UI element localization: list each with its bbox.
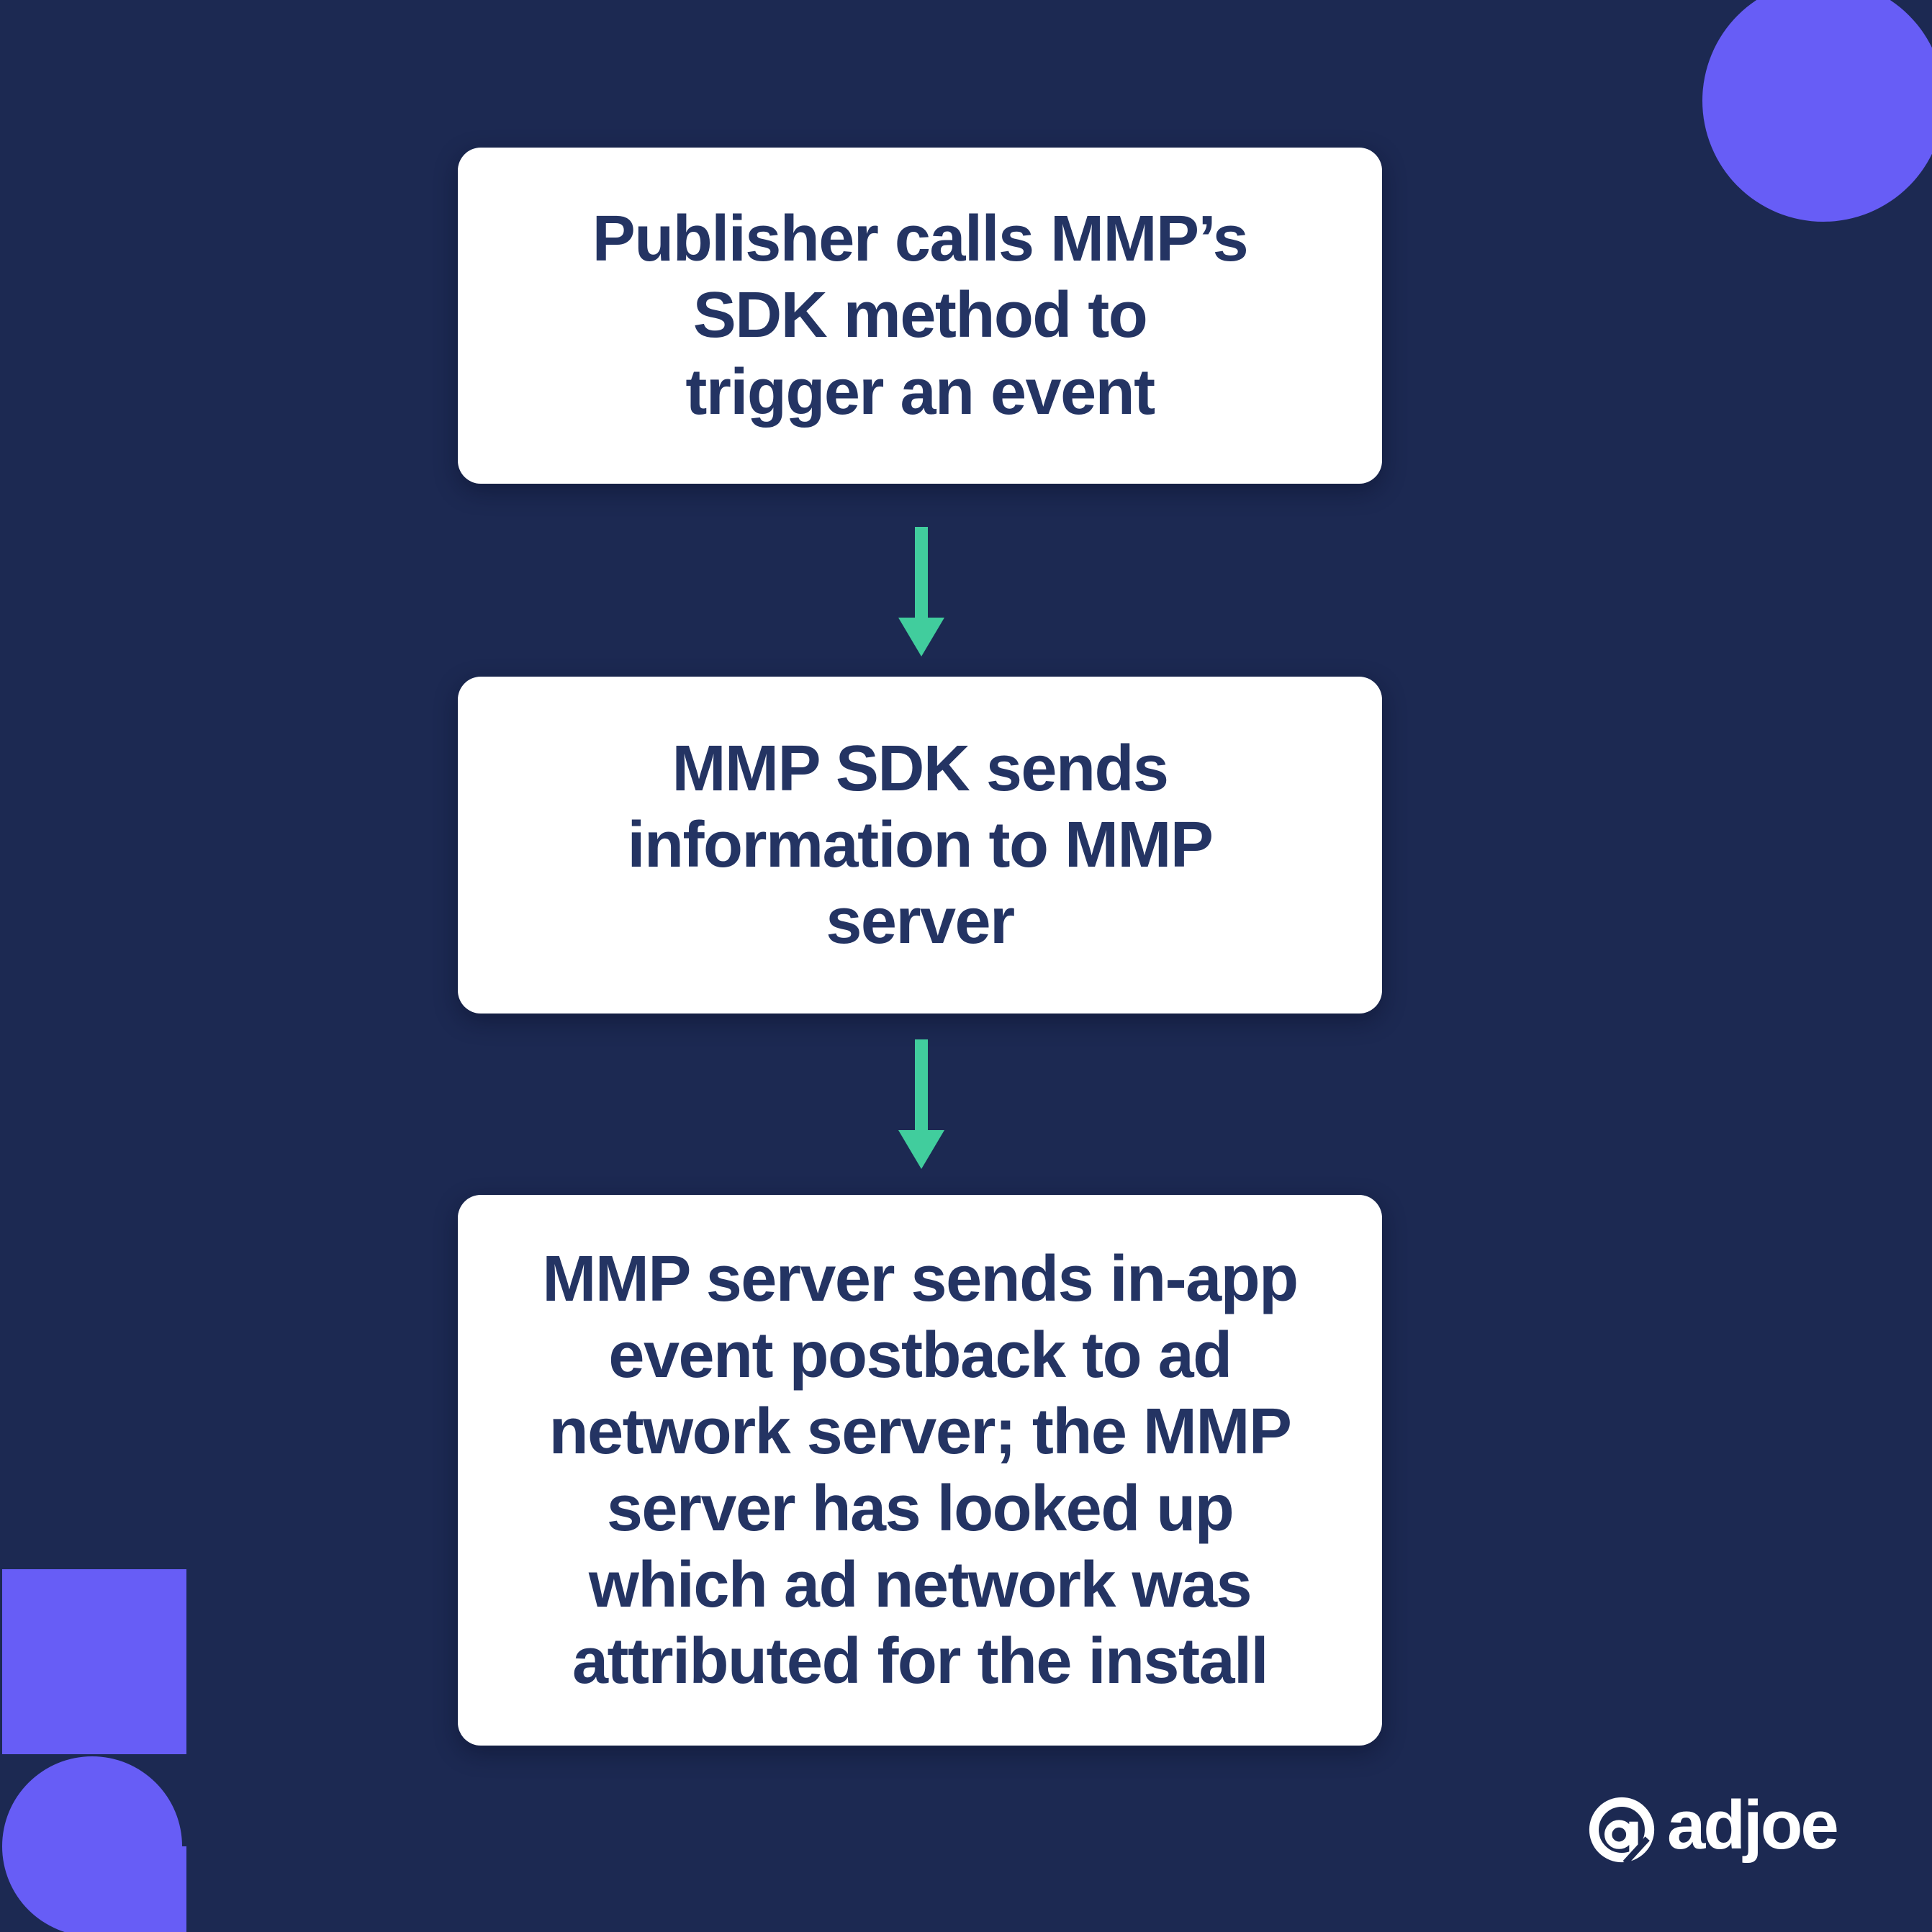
flow-step-3-text: MMP server sends in-app event postback t… [542,1242,1299,1697]
adjoe-logo: adjoe [1588,1787,1839,1866]
adjoe-logo-icon [1589,1797,1655,1864]
adjoe-logo-text: adjoe [1667,1787,1839,1864]
decor-square-bottom-left [2,1569,186,1754]
flow-step-sdk-sends-info: MMP SDK sends information to MMP server [458,677,1382,1014]
down-arrow-icon [898,1039,944,1169]
flow-step-server-postback: MMP server sends in-app event postback t… [458,1195,1382,1746]
down-arrow-icon [898,527,944,656]
flow-step-publisher-calls-sdk: Publisher calls MMP’s SDK method to trig… [458,148,1382,484]
flow-step-2-text: MMP SDK sends information to MMP server [627,732,1214,958]
flow-step-1-text: Publisher calls MMP’s SDK method to trig… [592,203,1249,428]
decor-circle-top-right [1702,0,1932,222]
decor-circle-bottom-left-corner [92,1846,186,1932]
